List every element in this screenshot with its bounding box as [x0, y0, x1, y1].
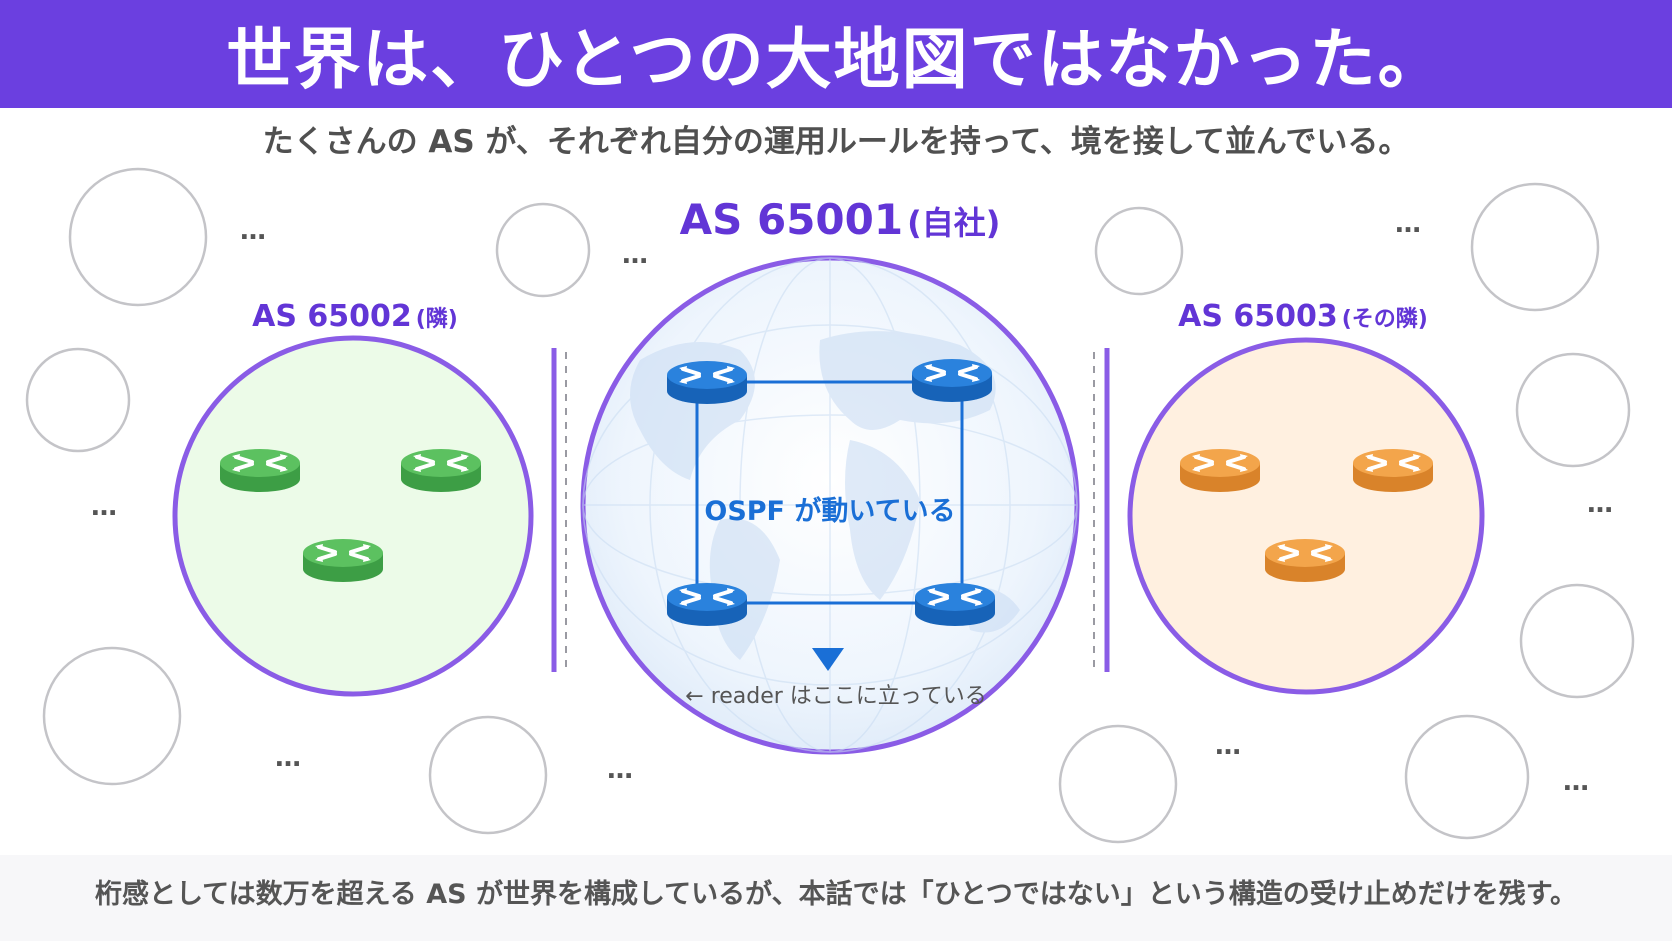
- as-65002: AS 65002(隣): [172, 299, 534, 697]
- as-65002-label: AS 65002(隣): [252, 299, 458, 334]
- other-as-circle: [1519, 583, 1635, 699]
- router-icon: [913, 581, 997, 628]
- other-as-circles: [25, 167, 1635, 844]
- footer-note: 桁感としては数万を超える AS が世界を構成しているが、本話では「ひとつではない…: [94, 879, 1578, 910]
- other-as-circle: [25, 347, 131, 453]
- ellipsis: …: [275, 743, 301, 773]
- footer-band: [0, 855, 1672, 941]
- as-65003-circle: [1127, 337, 1485, 695]
- ospf-label: OSPF が動いている: [704, 495, 955, 527]
- ellipsis: …: [1587, 489, 1613, 519]
- router-icon: [665, 581, 749, 628]
- down-triangle-icon: [812, 648, 844, 671]
- other-as-circle: [42, 646, 182, 786]
- ellipsis: …: [1215, 731, 1241, 761]
- other-as-circle: [1058, 724, 1178, 844]
- other-as-circle: [1094, 206, 1184, 296]
- as-boundary-right: [1093, 348, 1110, 672]
- other-as-circle: [428, 715, 548, 835]
- router-icon: [301, 537, 385, 584]
- ellipsis: …: [607, 755, 633, 785]
- router-icon: [218, 447, 302, 494]
- other-as-circle: [1404, 714, 1530, 840]
- ellipsis: …: [1563, 767, 1589, 797]
- ellipsis: …: [91, 492, 117, 522]
- router-icon: [399, 447, 483, 494]
- ellipsis: …: [622, 240, 648, 270]
- other-as-circle: [68, 167, 208, 307]
- ellipsis: …: [1395, 209, 1421, 239]
- as-65001-label: AS 65001(自社): [680, 195, 1001, 244]
- as-65003: AS 65003(その隣): [1127, 299, 1485, 695]
- ellipsis-group: … … … … … … … … …: [91, 209, 1613, 797]
- as-65001: AS 65001(自社) OSPF が動いてい: [580, 195, 1080, 755]
- other-as-circle: [1515, 352, 1631, 468]
- page-title: 世界は、ひとつの大地図ではなかった。: [226, 21, 1446, 98]
- router-icon: [1351, 447, 1435, 494]
- as-boundary-left: [551, 348, 567, 672]
- router-icon: [665, 359, 749, 406]
- router-icon: [1178, 447, 1262, 494]
- ellipsis: …: [240, 216, 266, 246]
- as-65002-circle: [172, 335, 534, 697]
- other-as-circle: [1470, 182, 1600, 312]
- router-icon: [1263, 537, 1347, 584]
- as-65003-label: AS 65003(その隣): [1178, 299, 1428, 334]
- reader-label: ← reader はここに立っている: [685, 684, 986, 709]
- title-banner: 世界は、ひとつの大地図ではなかった。: [0, 0, 1672, 108]
- other-as-circle: [495, 202, 591, 298]
- subtitle: たくさんの AS が、それぞれ自分の運用ルールを持って、境を接して並んでいる。: [262, 124, 1410, 160]
- router-icon: [910, 357, 994, 404]
